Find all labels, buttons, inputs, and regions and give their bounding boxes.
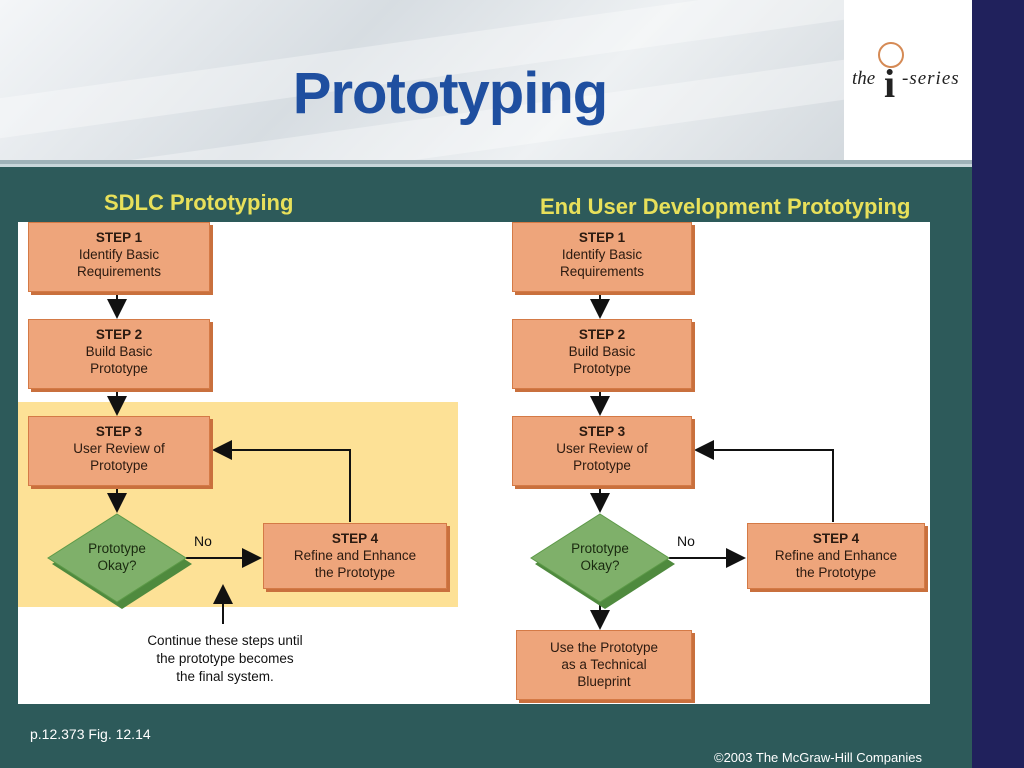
step-title: STEP 3: [578, 424, 626, 439]
eud-step4-box: STEP 4 Refine and Enhance the Prototype: [747, 523, 925, 589]
step-text: User Review of: [73, 441, 165, 456]
step-text: Prototype: [573, 458, 631, 473]
step-text: Requirements: [559, 264, 645, 279]
step-text: Prototype: [90, 458, 148, 473]
step-text: Identify Basic: [561, 247, 643, 262]
flow-connectors: [47, 294, 834, 630]
sdlc-step3-box: STEP 3 User Review of Prototype: [28, 416, 210, 486]
copyright-notice: ©2003 The McGraw-Hill Companies: [714, 750, 923, 765]
eud-step3-box: STEP 3 User Review of Prototype: [512, 416, 692, 486]
sdlc-no-label: No: [194, 533, 212, 549]
eud-decision-label: Prototype Okay?: [550, 540, 650, 574]
step-text: User Review of: [556, 441, 648, 456]
step-title: STEP 2: [95, 327, 143, 342]
note-text: the prototype becomes: [156, 651, 294, 666]
logo-text-i: i: [884, 61, 896, 106]
decision-diamond: [47, 513, 187, 603]
step-text: Build Basic: [85, 344, 153, 359]
step-text: Prototype: [90, 361, 148, 376]
final-text: as a Technical: [561, 657, 647, 672]
eud-step2-box: STEP 2 Build Basic Prototype: [512, 319, 692, 389]
step-text: Refine and Enhance: [293, 548, 417, 563]
step-text: the Prototype: [795, 565, 877, 580]
prototyping-figure: STEP 1 Identify Basic Requirements STEP …: [18, 222, 930, 704]
arrow-step4-step3: [694, 440, 834, 522]
logo-text-series: -series: [902, 68, 960, 89]
eud-final-box: Use the Prototype as a Technical Bluepri…: [516, 630, 692, 700]
step-title: STEP 1: [578, 230, 626, 245]
figure-reference: p.12.373 Fig. 12.14: [30, 726, 151, 742]
final-text: Blueprint: [577, 674, 631, 689]
slide-header: [0, 0, 972, 160]
side-bar: [972, 0, 1024, 768]
sdlc-step2-box: STEP 2 Build Basic Prototype: [28, 319, 210, 389]
sdlc-heading: SDLC Prototyping: [104, 190, 294, 215]
logo-ring-icon: [878, 42, 904, 68]
step-title: STEP 1: [95, 230, 143, 245]
step-title: STEP 2: [578, 327, 626, 342]
step-text: Identify Basic: [78, 247, 160, 262]
continue-note: Continue these steps until the prototype…: [110, 632, 340, 686]
decision-text: Prototype: [571, 541, 629, 556]
decision-text: Okay?: [580, 558, 620, 573]
note-text: Continue these steps until: [147, 633, 303, 648]
header-divider: [0, 160, 972, 164]
decision-text: Prototype: [88, 541, 146, 556]
logo-text-the: the: [852, 68, 876, 89]
step-text: Build Basic: [568, 344, 636, 359]
decision-diamond: [530, 513, 670, 603]
step-text: Requirements: [76, 264, 162, 279]
sdlc-decision-label: Prototype Okay?: [67, 540, 167, 574]
step-title: STEP 4: [812, 531, 860, 546]
eud-heading: End User Development Prototyping: [540, 194, 911, 219]
eud-no-label: No: [677, 533, 695, 549]
step-text: Refine and Enhance: [774, 548, 898, 563]
step-title: STEP 4: [331, 531, 379, 546]
final-text: Use the Prototype: [549, 640, 659, 655]
header-divider: [0, 164, 972, 167]
slide-title: Prototyping: [292, 61, 608, 126]
sdlc-step4-box: STEP 4 Refine and Enhance the Prototype: [263, 523, 447, 589]
sdlc-step1-box: STEP 1 Identify Basic Requirements: [28, 222, 210, 292]
arrow-step4-step3: [212, 440, 351, 522]
i-series-logo: [844, 0, 972, 160]
decision-text: Okay?: [97, 558, 137, 573]
note-text: the final system.: [176, 669, 274, 684]
eud-step1-box: STEP 1 Identify Basic Requirements: [512, 222, 692, 292]
step-text: Prototype: [573, 361, 631, 376]
step-title: STEP 3: [95, 424, 143, 439]
step-text: the Prototype: [314, 565, 396, 580]
